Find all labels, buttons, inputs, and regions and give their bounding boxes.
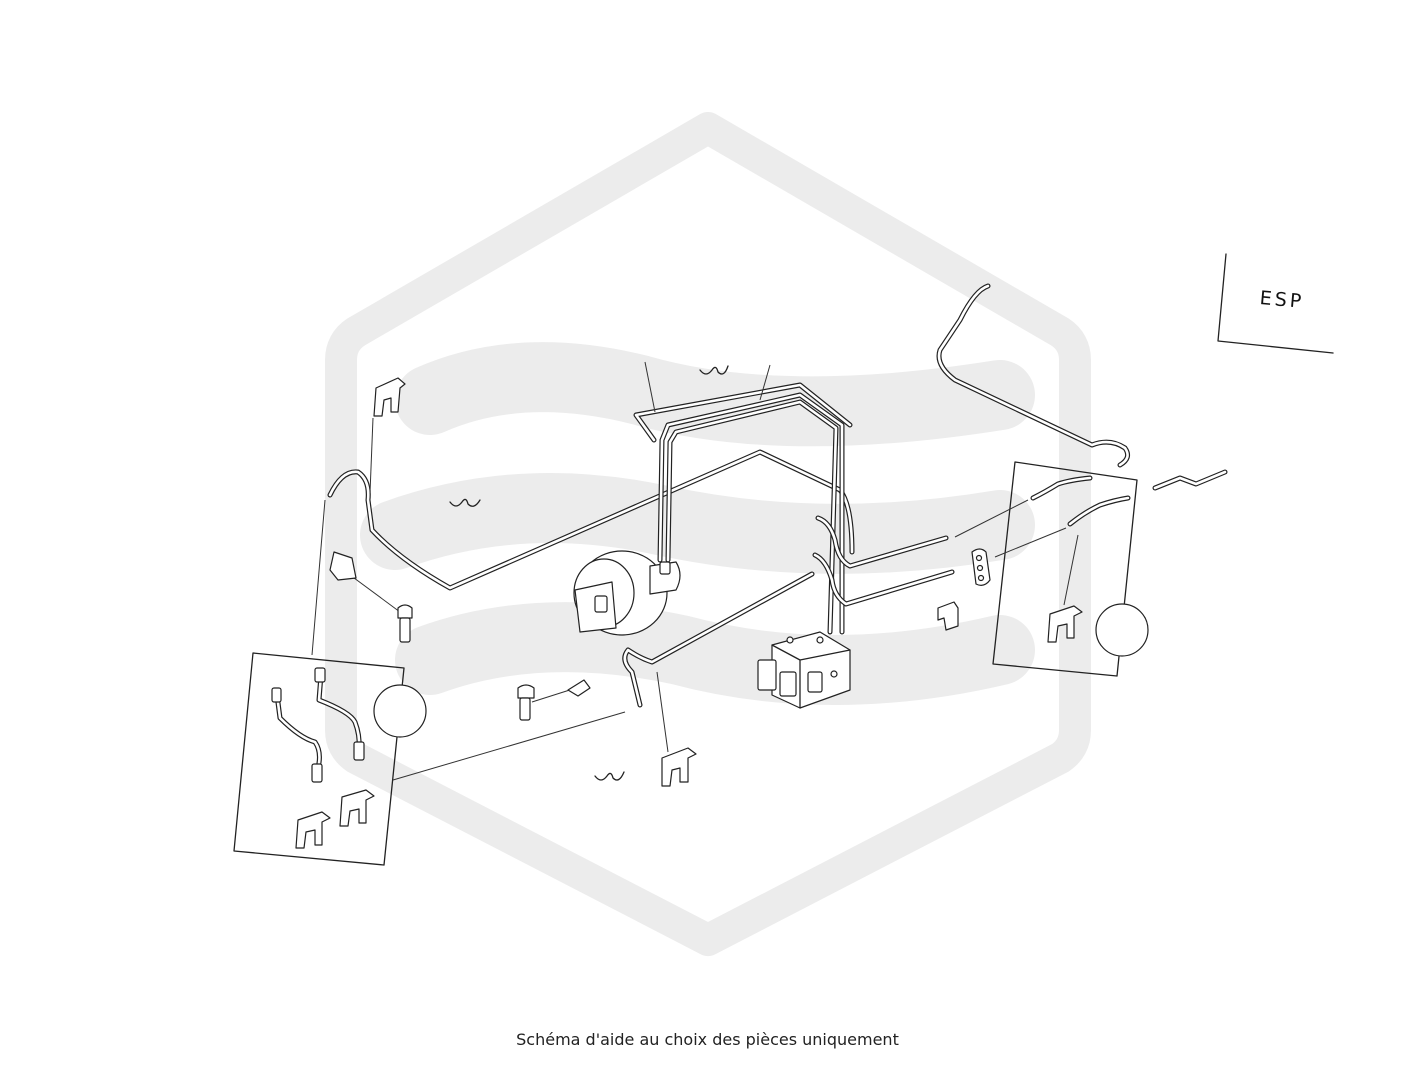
diagram-caption: Schéma d'aide au choix des pièces unique…: [516, 1030, 899, 1049]
esp-label-box: ESP: [1217, 253, 1334, 354]
reference-circle-right: [1095, 603, 1149, 657]
abs-hydraulic-unit: [757, 631, 851, 709]
esp-label: ESP: [1259, 287, 1305, 313]
brake-lines: [327, 283, 1228, 708]
watermark-logo: [325, 112, 1091, 956]
detail-inset-left: [233, 652, 427, 866]
clips-brackets: [329, 365, 991, 787]
reference-circle-left: [373, 684, 427, 738]
detail-inset-right: [992, 461, 1149, 677]
brake-booster: [573, 550, 681, 636]
